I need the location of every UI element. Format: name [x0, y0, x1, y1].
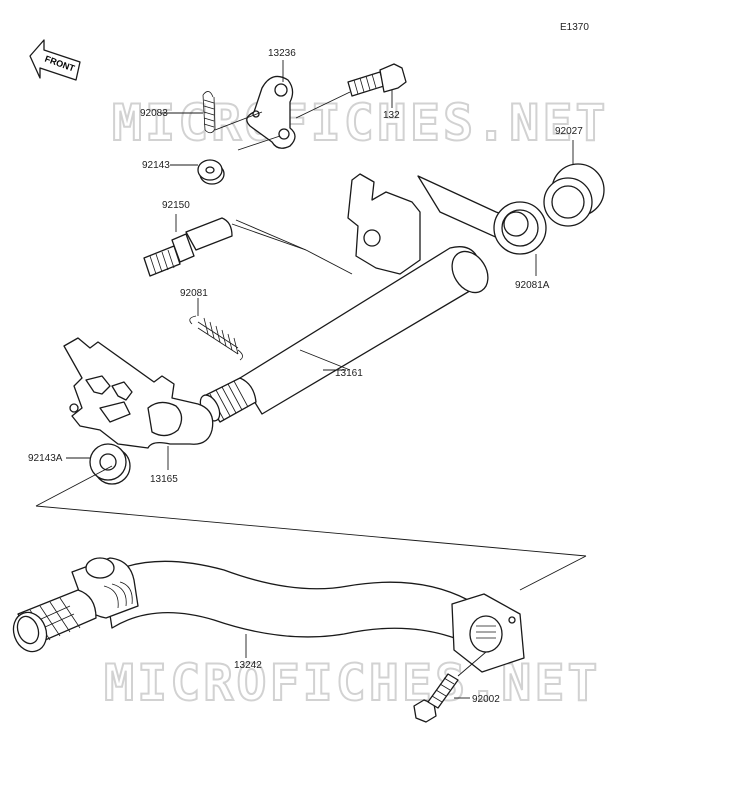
leader-mid [305, 249, 353, 275]
leader-washer-down [35, 465, 113, 507]
lever-plate-13236 [246, 75, 296, 149]
leader-washer-to-plate [237, 135, 281, 151]
front-arrow-icon: FRONT [29, 39, 81, 81]
washer-92143 [197, 159, 225, 185]
watermark-top: MICROFICHES.NET [112, 94, 609, 152]
leader-diagonal [35, 505, 587, 557]
leader-bolt-to-clamp [457, 651, 487, 677]
leader-bolt-to-plate [295, 91, 351, 119]
label-92150: 92150 [162, 200, 190, 211]
shift-pedal-13242 [12, 557, 525, 673]
label-92002: 92002 [472, 694, 500, 705]
spring-92081 [189, 315, 243, 361]
label-13242: 13242 [234, 660, 262, 671]
label-132: 132 [383, 110, 400, 121]
diagram-code: E1370 [560, 22, 589, 33]
label-92143: 92143 [142, 160, 170, 171]
spring-92083 [202, 91, 216, 134]
label-92083: 92083 [140, 108, 168, 119]
label-13236: 13236 [268, 48, 296, 59]
washer-92143A [89, 443, 131, 485]
label-92027: 92027 [555, 126, 583, 137]
label-13165: 13165 [150, 474, 178, 485]
bolt-92002 [413, 673, 459, 723]
leader-to-pedal [519, 555, 587, 591]
shift-plate-13165 [63, 337, 214, 449]
label-13161: 13161 [335, 368, 363, 379]
leader-upper [235, 219, 307, 251]
label-92081: 92081 [180, 288, 208, 299]
label-92143A: 92143A [28, 453, 63, 464]
leader-13161-shaft [299, 349, 351, 371]
shift-shaft-13161 [199, 173, 547, 423]
bolt-132 [347, 63, 407, 97]
leader-bolt-to-shaft [231, 223, 307, 251]
leader-spring-to-plate [214, 111, 263, 131]
bushing-92027 [543, 163, 605, 227]
label-92081A: 92081A [515, 280, 550, 291]
bolt-92150 [143, 217, 233, 277]
watermark-bottom: MICROFICHES.NET [104, 654, 601, 712]
